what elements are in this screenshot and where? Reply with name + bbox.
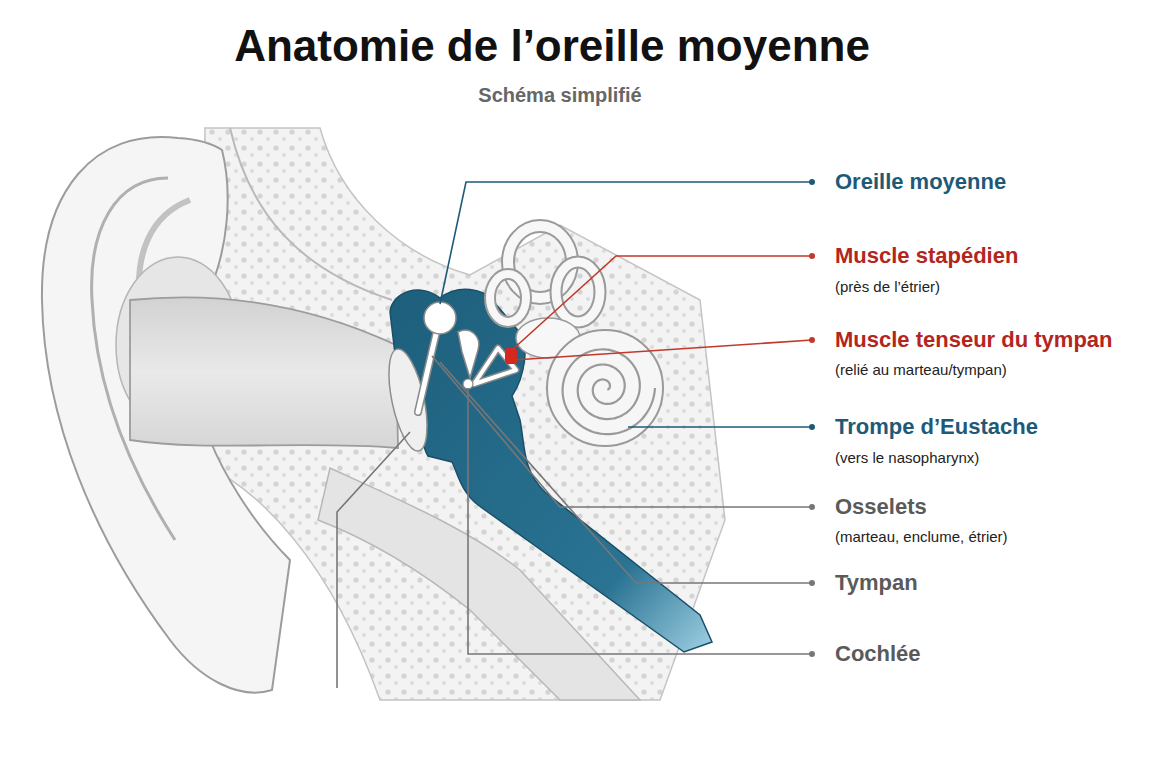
cochlea-spiral-line: [563, 349, 655, 434]
cochlea-spiral: [563, 349, 655, 434]
part-name: Cochlée: [835, 641, 921, 666]
part-name: Osselets: [835, 494, 927, 519]
part-note: (vers le nasopharynx): [835, 449, 979, 466]
semicircular-canals: [490, 226, 600, 322]
subtitle: Schéma simplifié: [478, 84, 641, 107]
cochlea: [547, 330, 663, 446]
part-name: Muscle stapédien: [835, 243, 1018, 268]
middle-ear-cavity: [390, 289, 712, 652]
part-note: (marteau, enclume, étrier): [835, 528, 1008, 545]
bone-edge: [230, 128, 392, 300]
part-note: (relié au marteau/tympan): [835, 361, 1007, 378]
leader-lines: [337, 182, 812, 688]
part-note: (près de l’étrier): [835, 278, 940, 295]
leader-dots: [809, 179, 815, 657]
part-name: Oreille moyenne: [835, 169, 1006, 194]
part-name: Muscle tenseur du tympan: [835, 327, 1113, 352]
diagram-title: Anatomie de l’oreille moyenne: [234, 21, 870, 72]
stapedius-muscle: [505, 348, 517, 364]
part-name: Tympan: [835, 570, 918, 595]
part-name: Trompe d’Eustache: [835, 414, 1038, 439]
ear-canal: [130, 297, 398, 448]
